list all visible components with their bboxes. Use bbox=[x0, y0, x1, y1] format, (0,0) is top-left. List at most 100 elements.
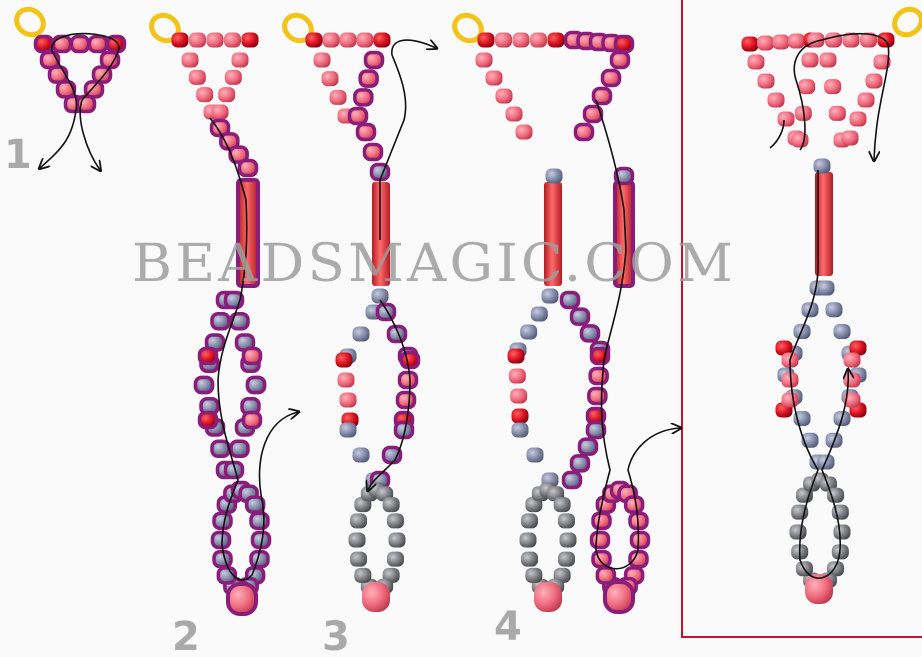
seed-bead bbox=[548, 33, 565, 48]
seed-bead bbox=[213, 533, 230, 548]
seed-bead bbox=[42, 53, 59, 68]
seed-bead bbox=[306, 33, 323, 48]
seed-bead bbox=[829, 106, 846, 121]
seed-bead bbox=[510, 389, 527, 404]
watermark-text: BEADSMAGIC.COM bbox=[132, 234, 736, 294]
seed-bead bbox=[878, 33, 895, 48]
seed-bead bbox=[844, 373, 861, 388]
seed-bead bbox=[546, 169, 563, 184]
seed-bead bbox=[834, 525, 851, 540]
seed-bead bbox=[366, 53, 383, 68]
seed-bead bbox=[387, 513, 404, 528]
seed-bead bbox=[844, 353, 861, 368]
seed-bead bbox=[593, 513, 610, 528]
seed-bead bbox=[506, 107, 523, 122]
seed-bead bbox=[353, 448, 370, 463]
seed-bead bbox=[758, 74, 775, 89]
seed-bead bbox=[512, 409, 529, 424]
seed-bead bbox=[378, 305, 395, 320]
seed-bead bbox=[788, 34, 805, 49]
drop-bead bbox=[228, 584, 256, 614]
seed-bead bbox=[818, 281, 835, 296]
seed-bead bbox=[86, 82, 103, 97]
seed-bead bbox=[36, 37, 53, 52]
seed-bead bbox=[231, 441, 248, 456]
seed-bead bbox=[340, 393, 357, 408]
seed-bead bbox=[866, 74, 883, 89]
seed-bead bbox=[50, 67, 67, 82]
seed-bead bbox=[560, 533, 577, 548]
seed-bead bbox=[768, 93, 785, 108]
seed-bead bbox=[486, 71, 503, 86]
drop-bead bbox=[534, 582, 562, 612]
seed-bead bbox=[58, 82, 75, 97]
final-step-frame bbox=[682, 0, 922, 637]
seed-bead bbox=[778, 112, 795, 127]
seed-bead bbox=[521, 513, 538, 528]
seed-bead bbox=[476, 53, 493, 68]
seed-bead bbox=[182, 53, 199, 68]
seed-bead bbox=[383, 497, 400, 512]
seed-bead bbox=[196, 87, 213, 102]
jump-ring-icon bbox=[12, 4, 49, 40]
seed-bead bbox=[626, 497, 643, 512]
seed-bead bbox=[189, 33, 206, 48]
seed-bead bbox=[212, 314, 229, 329]
seed-bead bbox=[231, 314, 248, 329]
seed-bead bbox=[240, 161, 257, 176]
seed-bead bbox=[592, 533, 609, 548]
seed-bead bbox=[520, 533, 537, 548]
seed-bead bbox=[389, 533, 406, 548]
seed-bead bbox=[357, 33, 374, 48]
seed-bead bbox=[196, 378, 213, 393]
drop-bead bbox=[605, 582, 633, 612]
seed-bead bbox=[814, 159, 831, 174]
seed-bead bbox=[580, 439, 597, 454]
seed-bead bbox=[200, 413, 217, 428]
jump-ring-icon bbox=[890, 4, 922, 40]
seed-bead bbox=[478, 33, 495, 48]
seed-bead bbox=[616, 37, 633, 52]
seed-bead bbox=[589, 389, 606, 404]
seed-bead bbox=[558, 513, 575, 528]
seed-bead bbox=[558, 552, 575, 567]
thread-paths bbox=[40, 34, 889, 580]
seed-bead bbox=[512, 423, 529, 438]
seed-bead bbox=[748, 55, 765, 70]
seed-bead bbox=[858, 93, 875, 108]
seed-beads bbox=[36, 33, 895, 598]
seed-bead bbox=[516, 125, 533, 140]
seed-bead bbox=[582, 326, 599, 341]
step-number-1: 1 bbox=[4, 132, 32, 178]
seed-bead bbox=[572, 456, 589, 471]
seed-bead bbox=[374, 33, 391, 48]
seed-bead bbox=[593, 552, 610, 567]
seed-bead bbox=[630, 552, 647, 567]
seed-bead bbox=[531, 307, 548, 322]
seed-bead bbox=[527, 448, 544, 463]
seed-bead bbox=[773, 35, 790, 50]
seed-bead bbox=[251, 513, 268, 528]
seed-bead bbox=[612, 53, 629, 68]
seed-bead bbox=[54, 37, 71, 52]
seed-bead bbox=[207, 33, 224, 48]
seed-bead bbox=[200, 349, 217, 364]
seed-bead bbox=[402, 353, 419, 368]
seed-bead bbox=[323, 33, 340, 48]
seed-bead bbox=[525, 568, 542, 583]
seed-bead bbox=[834, 324, 851, 339]
seed-bead bbox=[387, 552, 404, 567]
seed-bead bbox=[189, 70, 206, 85]
seed-bead bbox=[564, 473, 581, 488]
seed-bead bbox=[554, 497, 571, 512]
seed-bead bbox=[365, 145, 382, 160]
seed-bead bbox=[742, 37, 759, 52]
seed-bead bbox=[353, 327, 370, 342]
seed-bead bbox=[172, 33, 189, 48]
seed-bead bbox=[521, 552, 538, 567]
seed-bead bbox=[232, 53, 249, 68]
step-number-2: 2 bbox=[172, 614, 200, 657]
seed-bead bbox=[509, 369, 526, 384]
seed-bead bbox=[248, 378, 265, 393]
seed-bead bbox=[824, 79, 841, 94]
